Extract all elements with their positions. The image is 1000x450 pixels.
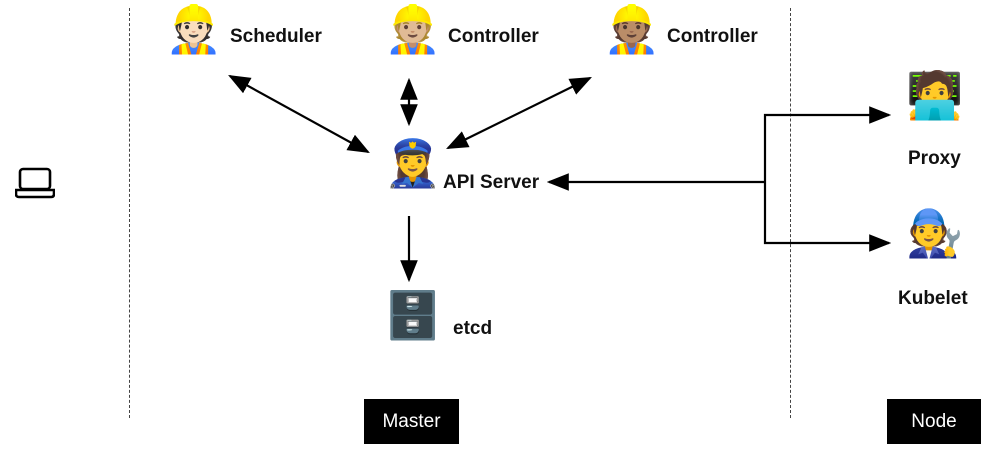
construction-worker-medium-light-icon: 👷🏼 <box>384 3 442 55</box>
laptop-icon <box>14 167 56 204</box>
etcd-label: etcd <box>453 318 493 339</box>
api-server-label: API Server <box>443 172 540 193</box>
node-bracket <box>763 113 887 245</box>
client-master-divider <box>129 8 130 418</box>
master-region-label: Master <box>364 399 459 444</box>
scheduler-label: Scheduler <box>230 26 322 47</box>
controller-1-label: Controller <box>448 26 539 47</box>
arrow-scheduler-api <box>228 74 370 154</box>
master-node-divider <box>790 8 791 418</box>
file-cabinet-icon: 🗄️ <box>384 289 442 341</box>
technologist-icon: 🧑‍💻 <box>906 69 964 121</box>
police-officer-icon: 👮‍♀️ <box>384 137 442 189</box>
proxy-label: Proxy <box>908 148 961 169</box>
mechanic-icon: 🧑‍🔧 <box>906 207 964 259</box>
arrow-controller2-api <box>446 77 592 149</box>
controller-2-label: Controller <box>667 26 758 47</box>
node-region-label: Node <box>887 399 981 444</box>
construction-worker-medium-icon: 👷🏽 <box>603 3 661 55</box>
construction-worker-light-icon: 👷🏻 <box>165 3 223 55</box>
kubelet-label: Kubelet <box>898 288 968 309</box>
